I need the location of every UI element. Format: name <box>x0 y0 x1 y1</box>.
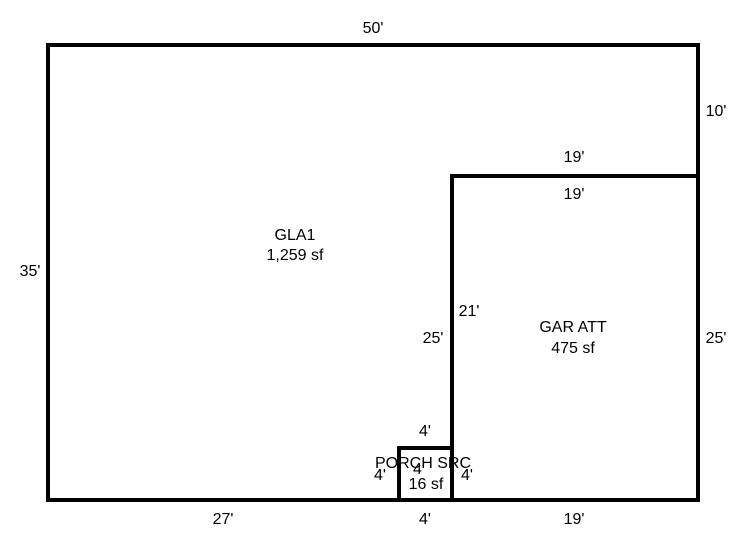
dim-bottom-gla: 27' <box>213 511 234 528</box>
porch-outline <box>397 446 454 502</box>
dim-right-upper: 10' <box>706 103 727 120</box>
dim-right-lower: 25' <box>706 330 727 347</box>
gla1-label: GLA1 <box>275 227 316 244</box>
dim-garage-top-inner: 19' <box>564 186 585 203</box>
dim-bottom-garage: 19' <box>564 511 585 528</box>
gla1-area: 1,259 sf <box>267 247 324 264</box>
dim-garage-wall-garage-side: 21' <box>459 303 480 320</box>
dim-top: 50' <box>363 20 384 37</box>
dim-porch-inner: 4' <box>413 461 425 478</box>
porch-area: 16 sf <box>409 476 444 493</box>
porch-label: PORCH SRC <box>375 455 471 472</box>
dim-bottom-porch: 4' <box>419 511 431 528</box>
dim-porch-right: 4' <box>461 467 473 484</box>
garage-area: 475 sf <box>551 340 595 357</box>
dim-garage-top-outer: 19' <box>564 149 585 166</box>
garage-label: GAR ATT <box>539 319 606 336</box>
dim-left: 35' <box>20 263 41 280</box>
dim-porch-top: 4' <box>419 423 431 440</box>
dim-garage-wall-gla-side: 25' <box>423 330 444 347</box>
dim-porch-left: 4' <box>374 467 386 484</box>
garage-outline <box>450 174 700 502</box>
gla1-outline <box>46 43 700 502</box>
